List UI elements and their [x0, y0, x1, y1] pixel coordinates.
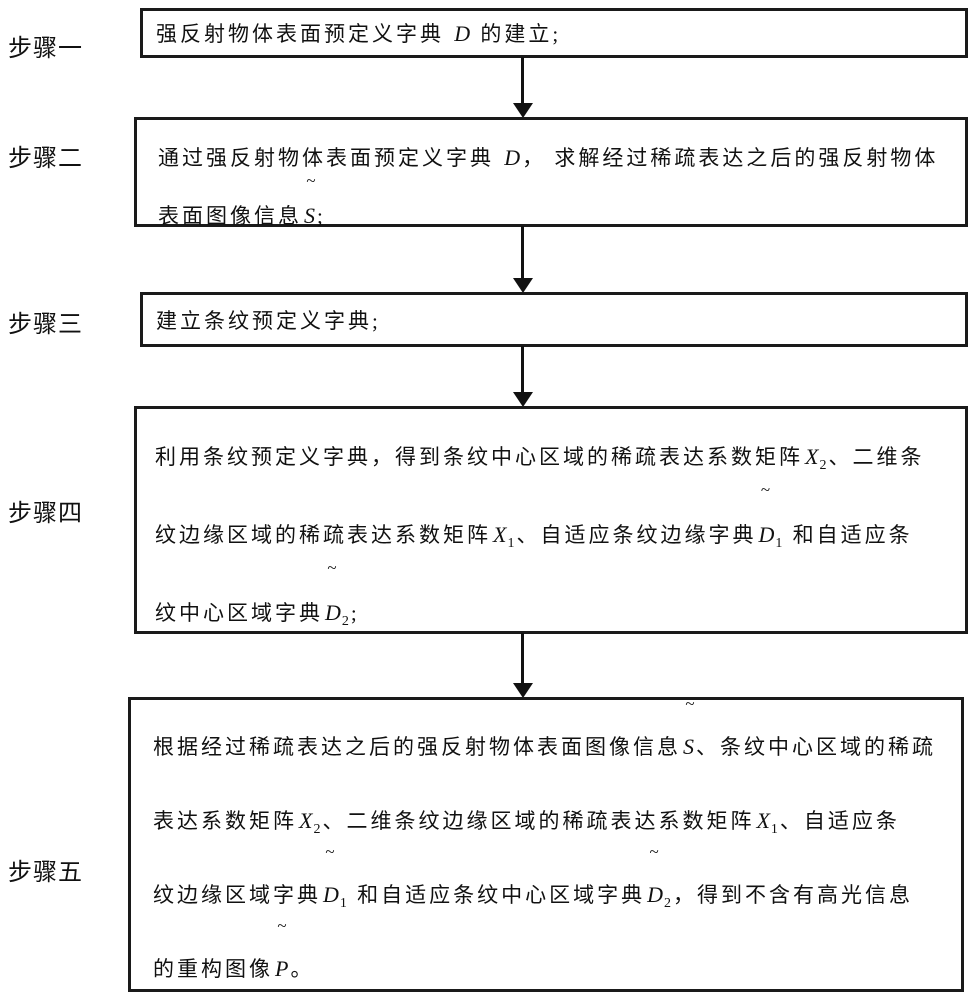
tilde-accent: ~ — [327, 558, 337, 577]
text-line: 纹边缘区域字典~D1 和自适应条纹中心区域字典~D2，得到不含有高光信息 — [153, 842, 951, 932]
flow-arrow-4-5 — [513, 633, 533, 698]
text-line: 纹中心区域字典~D2; — [155, 558, 955, 652]
step-label-5: 步骤五 — [8, 860, 83, 886]
flow-box-step-3-text: 建立条纹预定义字典; — [143, 305, 381, 335]
flow-arrow-3-4 — [513, 346, 533, 407]
math-variable: X2 — [805, 444, 827, 474]
step-label-4: 步骤四 — [8, 501, 83, 527]
arrow-head-icon — [513, 683, 533, 698]
arrow-head-icon — [513, 278, 533, 293]
math-variable: ~P — [275, 916, 289, 981]
tilde-accent: ~ — [685, 694, 695, 713]
flow-box-step-2-text: 通过强反射物体表面预定义字典 D， 求解经过稀疏表达之后的强反射物体表面图像信息… — [137, 120, 965, 245]
math-variable: X1 — [756, 808, 778, 838]
step-label-3: 步骤三 — [8, 312, 83, 338]
math-variable: ~D2 — [325, 558, 349, 630]
math-variable: ~S — [302, 172, 317, 244]
text-line: 利用条纹预定义字典，得到条纹中心区域的稀疏表达系数矩阵X2、二维条 — [155, 418, 955, 496]
math-variable: X1 — [493, 522, 515, 552]
text-line: 根据经过稀疏表达之后的强反射物体表面图像信息~S、条纹中心区域的稀疏 — [153, 695, 951, 784]
tilde-accent: ~ — [306, 171, 316, 190]
text-line: 表达系数矩阵X2、二维条纹边缘区域的稀疏表达系数矩阵X1、自适应条 — [153, 784, 951, 858]
flow-box-step-2: 通过强反射物体表面预定义字典 D， 求解经过稀疏表达之后的强反射物体表面图像信息… — [134, 117, 968, 228]
math-variable: D — [504, 145, 521, 170]
math-variable: ~D1 — [323, 842, 347, 912]
math-variable: ~S — [681, 695, 696, 784]
flow-box-step-4-text: 利用条纹预定义字典，得到条纹中心区域的稀疏表达系数矩阵X2、二维条纹边缘区域的稀… — [137, 409, 965, 652]
text-line: 通过强反射物体表面预定义字典 D， 求解经过稀疏表达之后的强反射物体 — [158, 129, 955, 187]
tilde-accent: ~ — [649, 842, 659, 861]
flow-arrow-2-3 — [513, 226, 533, 293]
math-variable: X2 — [299, 808, 321, 838]
flow-box-step-3: 建立条纹预定义字典; — [140, 292, 968, 347]
math-variable: D — [454, 21, 471, 46]
arrow-shaft — [521, 346, 524, 394]
flow-box-step-1: 强反射物体表面预定义字典 D 的建立; — [140, 8, 968, 58]
text-line: 建立条纹预定义字典; — [156, 308, 381, 333]
flow-box-step-5: 根据经过稀疏表达之后的强反射物体表面图像信息~S、条纹中心区域的稀疏表达系数矩阵… — [128, 695, 964, 992]
text-line: 强反射物体表面预定义字典 D 的建立; — [156, 21, 562, 46]
text-line: 表面图像信息~S; — [158, 172, 955, 245]
arrow-shaft — [521, 57, 524, 105]
math-variable: ~D2 — [647, 842, 672, 912]
arrow-shaft — [521, 633, 524, 685]
arrow-head-icon — [513, 392, 533, 407]
text-line: 纹边缘区域的稀疏表达系数矩阵X1、自适应条纹边缘字典~D1 和自适应条 — [155, 480, 955, 574]
arrow-head-icon — [513, 103, 533, 118]
tilde-accent: ~ — [277, 916, 287, 935]
math-variable: ~D1 — [758, 480, 783, 552]
flow-arrow-1-2 — [513, 57, 533, 118]
flow-box-step-5-text: 根据经过稀疏表达之后的强反射物体表面图像信息~S、条纹中心区域的稀疏表达系数矩阵… — [131, 695, 961, 1006]
step-label-2: 步骤二 — [8, 146, 83, 172]
step-label-1: 步骤一 — [8, 36, 83, 62]
flow-box-step-1-text: 强反射物体表面预定义字典 D 的建立; — [143, 18, 561, 48]
tilde-accent: ~ — [325, 842, 335, 861]
arrow-shaft — [521, 226, 524, 280]
flow-box-step-4: 利用条纹预定义字典，得到条纹中心区域的稀疏表达系数矩阵X2、二维条纹边缘区域的稀… — [134, 406, 968, 634]
text-line: 的重构图像~P。 — [153, 916, 951, 1006]
tilde-accent: ~ — [760, 480, 771, 499]
